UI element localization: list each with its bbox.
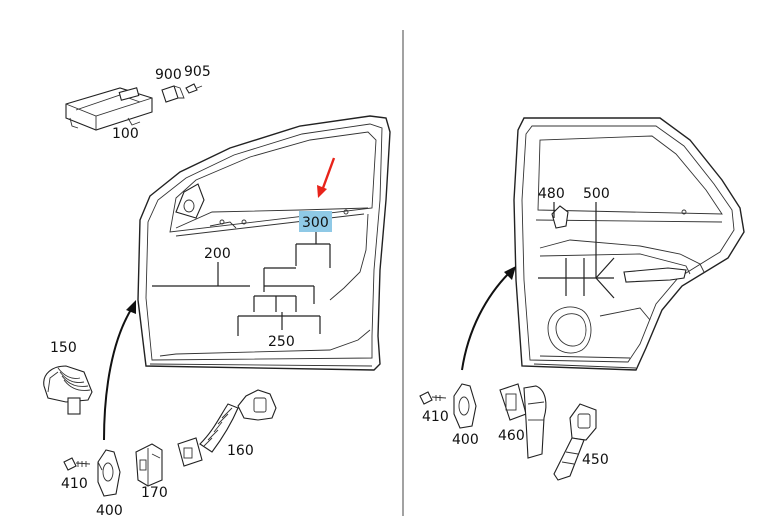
label-100: 100 xyxy=(112,126,139,142)
front-door-panel[interactable] xyxy=(137,115,391,371)
label-400-right: 400 xyxy=(452,432,479,448)
grommet-400-left[interactable] xyxy=(97,449,121,497)
front-lead-arrow xyxy=(103,300,136,441)
label-480: 480 xyxy=(538,186,565,202)
clip-900[interactable] xyxy=(161,85,185,103)
label-900: 900 xyxy=(155,67,182,83)
rear-door-panel[interactable] xyxy=(513,117,745,371)
label-250: 250 xyxy=(268,334,295,350)
indicator-arrow xyxy=(317,157,336,198)
rear-door-wiring-brackets xyxy=(538,202,615,299)
control-unit-100[interactable] xyxy=(65,87,153,131)
screw-410-left[interactable] xyxy=(63,457,91,471)
label-150: 150 xyxy=(50,340,77,356)
label-500: 500 xyxy=(583,186,610,202)
label-300: 300 xyxy=(302,215,329,231)
boot-460[interactable] xyxy=(499,383,547,459)
screw-410-right[interactable] xyxy=(419,391,447,405)
grommet-400-right[interactable] xyxy=(453,383,477,429)
boot-hose-160[interactable] xyxy=(177,389,277,467)
front-door-wiring-brackets xyxy=(152,232,331,336)
label-200: 200 xyxy=(204,246,231,262)
label-905: 905 xyxy=(184,64,211,80)
boot-450[interactable] xyxy=(553,403,597,481)
label-450: 450 xyxy=(582,452,609,468)
label-410-right: 410 xyxy=(422,409,449,425)
label-460: 460 xyxy=(498,428,525,444)
connector-170[interactable] xyxy=(135,443,163,487)
label-400-left: 400 xyxy=(96,503,123,518)
connector-150[interactable] xyxy=(43,365,93,415)
label-160: 160 xyxy=(227,443,254,459)
part-300-highlight[interactable] xyxy=(299,211,332,232)
rear-lead-arrow xyxy=(461,266,516,371)
screw-905[interactable] xyxy=(185,83,203,94)
label-170: 170 xyxy=(141,485,168,501)
label-410-left: 410 xyxy=(61,476,88,492)
